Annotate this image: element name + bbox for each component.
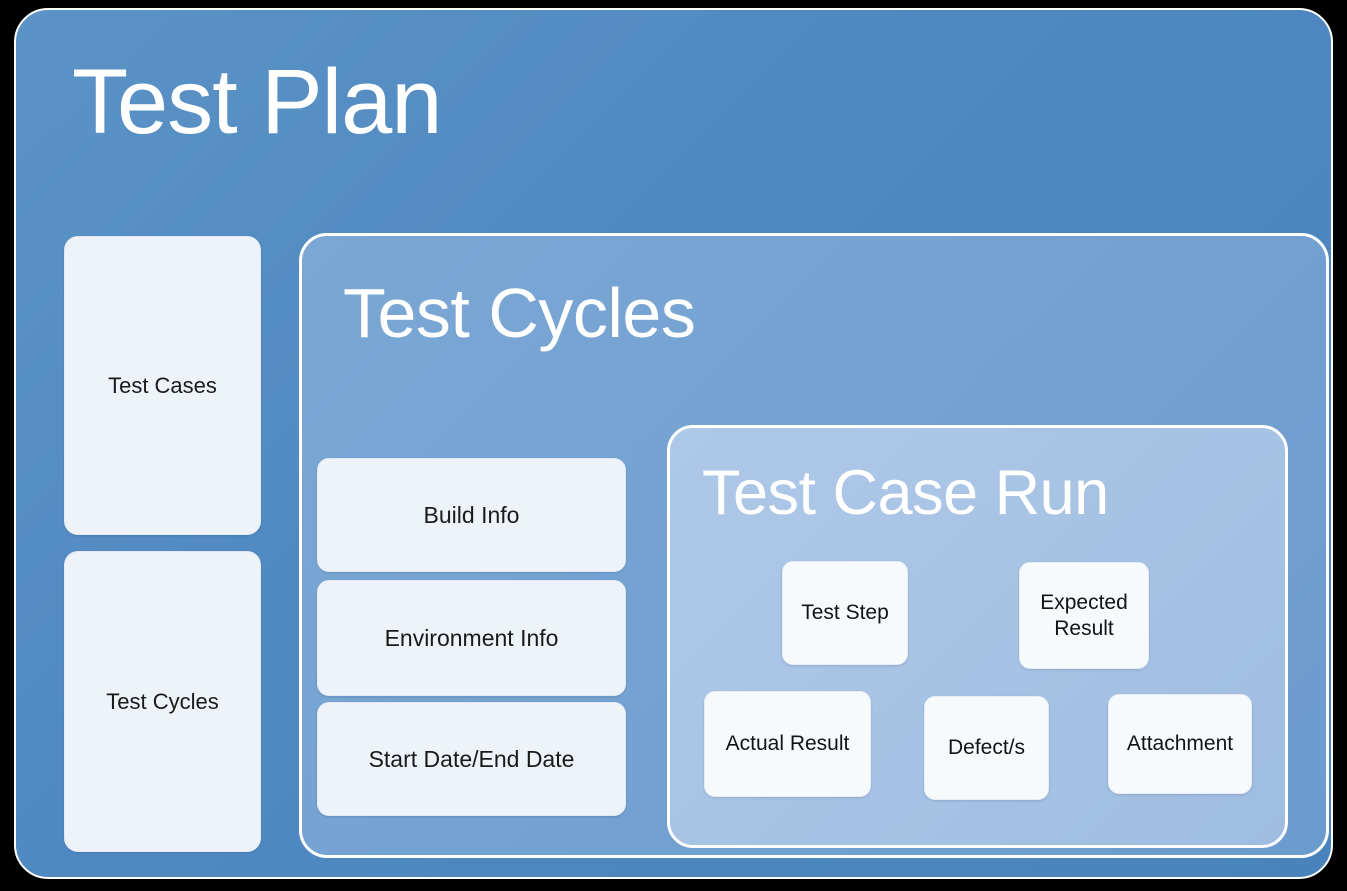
card-attachment-label: Attachment [1126, 732, 1234, 756]
test-cycles-container: Test Cycles Build Info Environment Info … [299, 233, 1329, 858]
card-environment-info-label: Environment Info [384, 624, 559, 651]
card-test-cases-label: Test Cases [108, 372, 217, 398]
card-expected-result[interactable]: Expected Result [1019, 562, 1149, 669]
card-actual-result[interactable]: Actual Result [704, 691, 871, 797]
test-plan-title: Test Plan [72, 51, 442, 153]
test-cycles-title: Test Cycles [343, 274, 696, 352]
card-test-cycles[interactable]: Test Cycles [64, 551, 261, 852]
card-attachment[interactable]: Attachment [1108, 694, 1252, 794]
test-case-run-title: Test Case Run [702, 458, 1109, 528]
card-build-info[interactable]: Build Info [317, 458, 626, 572]
test-case-run-container: Test Case Run Test Step Expected Result … [667, 425, 1288, 848]
card-start-end-date[interactable]: Start Date/End Date [317, 702, 626, 816]
test-plan-container: Test Plan Test Cases Test Cycles Test Cy… [14, 8, 1333, 879]
card-test-step-label: Test Step [801, 601, 889, 625]
card-test-cycles-label: Test Cycles [106, 688, 219, 714]
card-defects[interactable]: Defect/s [924, 696, 1049, 800]
card-start-end-date-label: Start Date/End Date [368, 745, 575, 772]
card-test-step[interactable]: Test Step [782, 561, 908, 665]
card-expected-result-label: Expected Result [1040, 591, 1128, 640]
card-environment-info[interactable]: Environment Info [317, 580, 626, 696]
card-build-info-label: Build Info [423, 501, 520, 528]
card-defects-label: Defect/s [947, 736, 1026, 760]
card-actual-result-label: Actual Result [725, 732, 850, 756]
card-test-cases[interactable]: Test Cases [64, 236, 261, 535]
